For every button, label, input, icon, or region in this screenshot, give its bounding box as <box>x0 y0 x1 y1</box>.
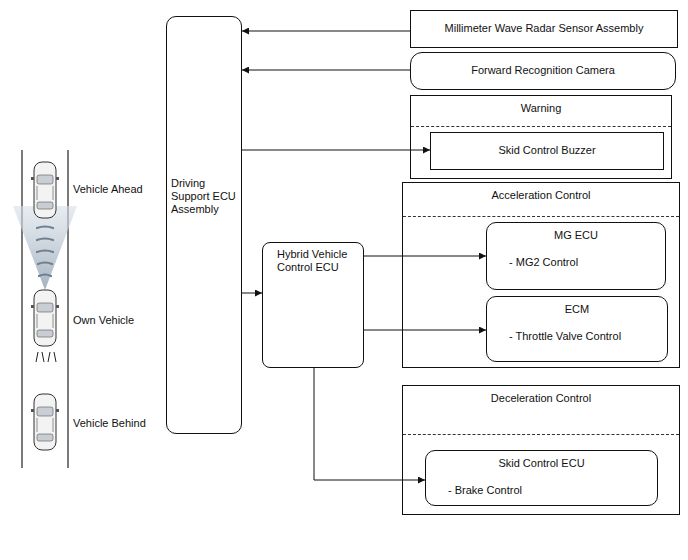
ecu-box: Driving Support ECU Assembly <box>166 16 242 434</box>
camera-box: Forward Recognition Camera <box>410 52 676 90</box>
motion-marks <box>36 352 56 362</box>
ecu-box: MG ECU - MG2 Control <box>486 222 666 290</box>
signal-arrow <box>242 293 262 294</box>
vehicle-ahead-icon <box>31 162 59 218</box>
node-title: ECM <box>493 303 661 316</box>
lane-line <box>21 150 22 468</box>
buzzer-box: Skid Control Buzzer <box>430 132 664 170</box>
node-title: Forward Recognition Camera <box>471 64 615 77</box>
node-title: Warning <box>411 96 671 127</box>
node-title: Driving Support ECU Assembly <box>171 177 237 217</box>
ecu-box: ECM - Throttle Valve Control <box>486 296 668 362</box>
node-body: - Brake Control <box>432 484 651 497</box>
signal-arrow <box>364 330 486 331</box>
radar-waves <box>37 215 53 277</box>
ecu-box: Skid Control ECU - Brake Control <box>425 450 658 506</box>
node-title: Skid Control ECU <box>432 457 651 470</box>
node-title: Acceleration Control <box>403 183 679 217</box>
vehicle-label: Vehicle Behind <box>72 417 147 430</box>
node-title: Deceleration Control <box>403 386 679 435</box>
vehicle-label: Vehicle Ahead <box>72 183 144 196</box>
node-body: - MG2 Control <box>493 256 659 269</box>
deceleration-group: Deceleration ControlSkid Control ECU - Br… <box>402 385 680 515</box>
radar-cone <box>13 206 77 290</box>
vehicle-label: Own Vehicle <box>72 314 135 327</box>
node-title: Hybrid Vehicle Control ECU <box>277 248 359 274</box>
signal-arrow <box>242 150 430 151</box>
acceleration-group: Acceleration Control MG ECU - MG2 ControlE… <box>402 182 680 368</box>
ecu-box: Hybrid Vehicle Control ECU <box>262 242 364 368</box>
own-vehicle-icon <box>31 290 59 346</box>
signal-arrow <box>364 256 486 257</box>
warning-group: WarningSkid Control Buzzer <box>410 95 672 179</box>
signal-arrow <box>242 70 410 71</box>
sensor-box: Millimeter Wave Radar Sensor Assembly <box>410 10 678 48</box>
node-title: Millimeter Wave Radar Sensor Assembly <box>445 22 644 35</box>
signal-arrow <box>242 31 410 32</box>
vehicle-behind-icon <box>31 394 59 450</box>
node-title: Skid Control Buzzer <box>498 144 595 157</box>
node-title: MG ECU <box>493 229 659 242</box>
lane-line <box>67 150 68 468</box>
node-body: - Throttle Valve Control <box>493 330 661 343</box>
